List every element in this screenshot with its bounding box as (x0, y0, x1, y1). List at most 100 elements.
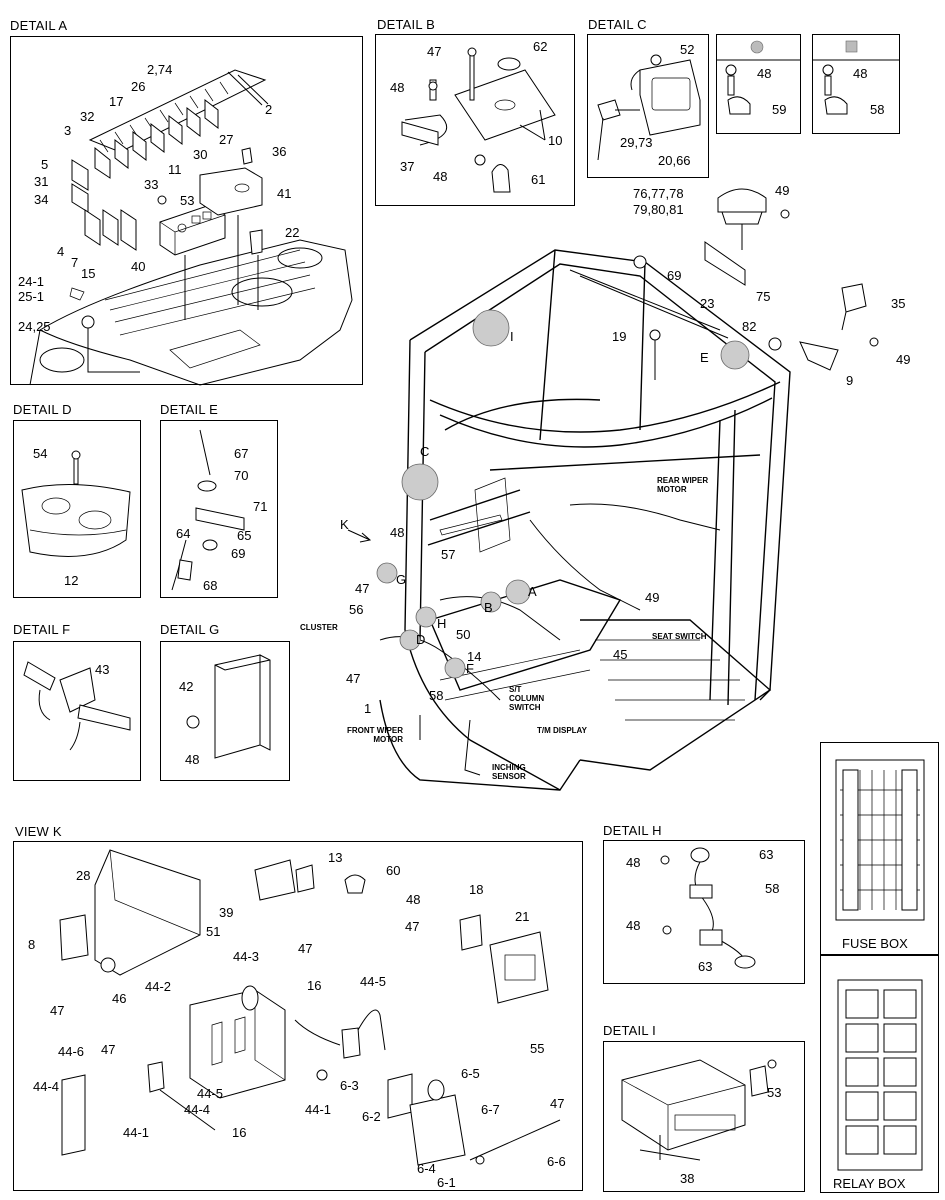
beacon-drawing (633, 188, 879, 371)
part-label: 49 (775, 183, 790, 198)
part-label: 6-4 (417, 1161, 436, 1176)
part-label: 4 (57, 244, 65, 259)
part-label: 48 (390, 80, 405, 95)
column-switch-drawing (23, 661, 131, 751)
part-label: 6-2 (362, 1109, 381, 1124)
part-label: 15 (81, 266, 96, 281)
part-label: 33 (144, 177, 159, 192)
part-label: 22 (285, 225, 300, 240)
part-label: 82 (742, 319, 757, 334)
part-label: 24-1 (18, 274, 45, 289)
part-label: 47 (298, 941, 313, 956)
part-label: 2,74 (147, 62, 173, 77)
part-label: 47 (550, 1096, 565, 1111)
st-column-switch-callout: S/T COLUMN SWITCH (509, 685, 545, 712)
detail-g-title: DETAIL G (160, 622, 220, 637)
part-label: 61 (531, 172, 546, 187)
part-label: K (340, 517, 349, 532)
fuse-box-title: FUSE BOX (842, 936, 908, 951)
part-label: 6-7 (481, 1102, 500, 1117)
part-label: 55 (530, 1041, 545, 1056)
part-label: 48 (626, 918, 641, 933)
detail-d-title: DETAIL D (13, 402, 72, 417)
part-label: 63 (759, 847, 774, 862)
part-label: 62 (533, 39, 548, 54)
tm-display-callout: T/M DISPLAY (537, 726, 587, 735)
part-label: 59 (772, 102, 787, 117)
detail-e-title: DETAIL E (160, 402, 218, 417)
part-label: G (396, 572, 407, 587)
part-label: 47 (101, 1042, 116, 1057)
cluster-housing-drawing (21, 450, 131, 557)
part-label: 50 (456, 627, 471, 642)
part-label: 44-4 (184, 1102, 211, 1117)
part-label: 48 (853, 66, 868, 81)
dashboard-drawing (29, 69, 353, 386)
part-label: 47 (405, 919, 420, 934)
part-label: 32 (80, 109, 95, 124)
cluster-callout: CLUSTER (300, 623, 338, 632)
part-label: 60 (386, 863, 401, 878)
detail-f-panel (13, 641, 141, 781)
part-label: 58 (429, 688, 444, 703)
part-label: 28 (76, 868, 91, 883)
part-label: 17 (109, 94, 124, 109)
front-wiper-motor-callout: FRONT WIPER MOTOR (347, 726, 403, 744)
part-label: 25-1 (18, 289, 45, 304)
antenna-drawing (171, 429, 245, 591)
part-label: 29,73 (620, 135, 653, 150)
detail-h-panel (603, 840, 805, 984)
part-label: 3 (64, 123, 72, 138)
part-label: 38 (680, 1171, 695, 1186)
detail-a-title: DETAIL A (10, 18, 68, 33)
part-label: 44-5 (197, 1086, 224, 1101)
part-label: 65 (237, 528, 252, 543)
part-label: 58 (765, 881, 780, 896)
part-label: 41 (277, 186, 292, 201)
part-label: 49 (645, 590, 660, 605)
part-label: 34 (34, 192, 49, 207)
seat-switch-callout: SEAT SWITCH (652, 632, 707, 641)
part-label: 8 (28, 937, 36, 952)
relay-box-drawing (837, 979, 923, 1171)
part-label: 70 (234, 468, 249, 483)
part-label: 48 (390, 525, 405, 540)
part-label: 58 (870, 102, 885, 117)
part-label: 53 (180, 193, 195, 208)
view-k-drawing (59, 849, 561, 1166)
cab-frame-drawing (379, 249, 791, 791)
part-label: 44-5 (360, 974, 387, 989)
part-label: 44-1 (305, 1102, 332, 1117)
part-label: 48 (406, 892, 421, 907)
part-label: 31 (34, 174, 49, 189)
part-label: 48 (185, 752, 200, 767)
part-label: 24,25 (18, 319, 51, 334)
part-label: 51 (206, 924, 221, 939)
inching-sensor-callout: INCHING SENSOR (492, 763, 526, 781)
part-label: 45 (613, 647, 628, 662)
detail-b-title: DETAIL B (377, 17, 435, 32)
view-k-arrow (347, 529, 372, 543)
part-label: 6-3 (340, 1078, 359, 1093)
part-label: 44-3 (233, 949, 260, 964)
part-label: 53 (767, 1085, 782, 1100)
part-label: 47 (50, 1003, 65, 1018)
part-label: 47 (355, 581, 370, 596)
part-label: 30 (193, 147, 208, 162)
part-label: 75 (756, 289, 771, 304)
part-label: 19 (612, 329, 627, 344)
part-label: 46 (112, 991, 127, 1006)
part-label: 52 (680, 42, 695, 57)
view-k-title: VIEW K (15, 824, 62, 839)
part-label: 20,66 (658, 153, 691, 168)
detail-i-title: DETAIL I (603, 1023, 656, 1038)
detail-bubbles (376, 309, 750, 679)
detail-f-title: DETAIL F (13, 622, 71, 637)
part-label: 14 (467, 649, 482, 664)
part-label: D (416, 632, 426, 647)
part-label: 10 (548, 133, 563, 148)
part-label: 16 (307, 978, 322, 993)
part-label: 12 (64, 573, 79, 588)
part-label: 44-1 (123, 1125, 150, 1140)
